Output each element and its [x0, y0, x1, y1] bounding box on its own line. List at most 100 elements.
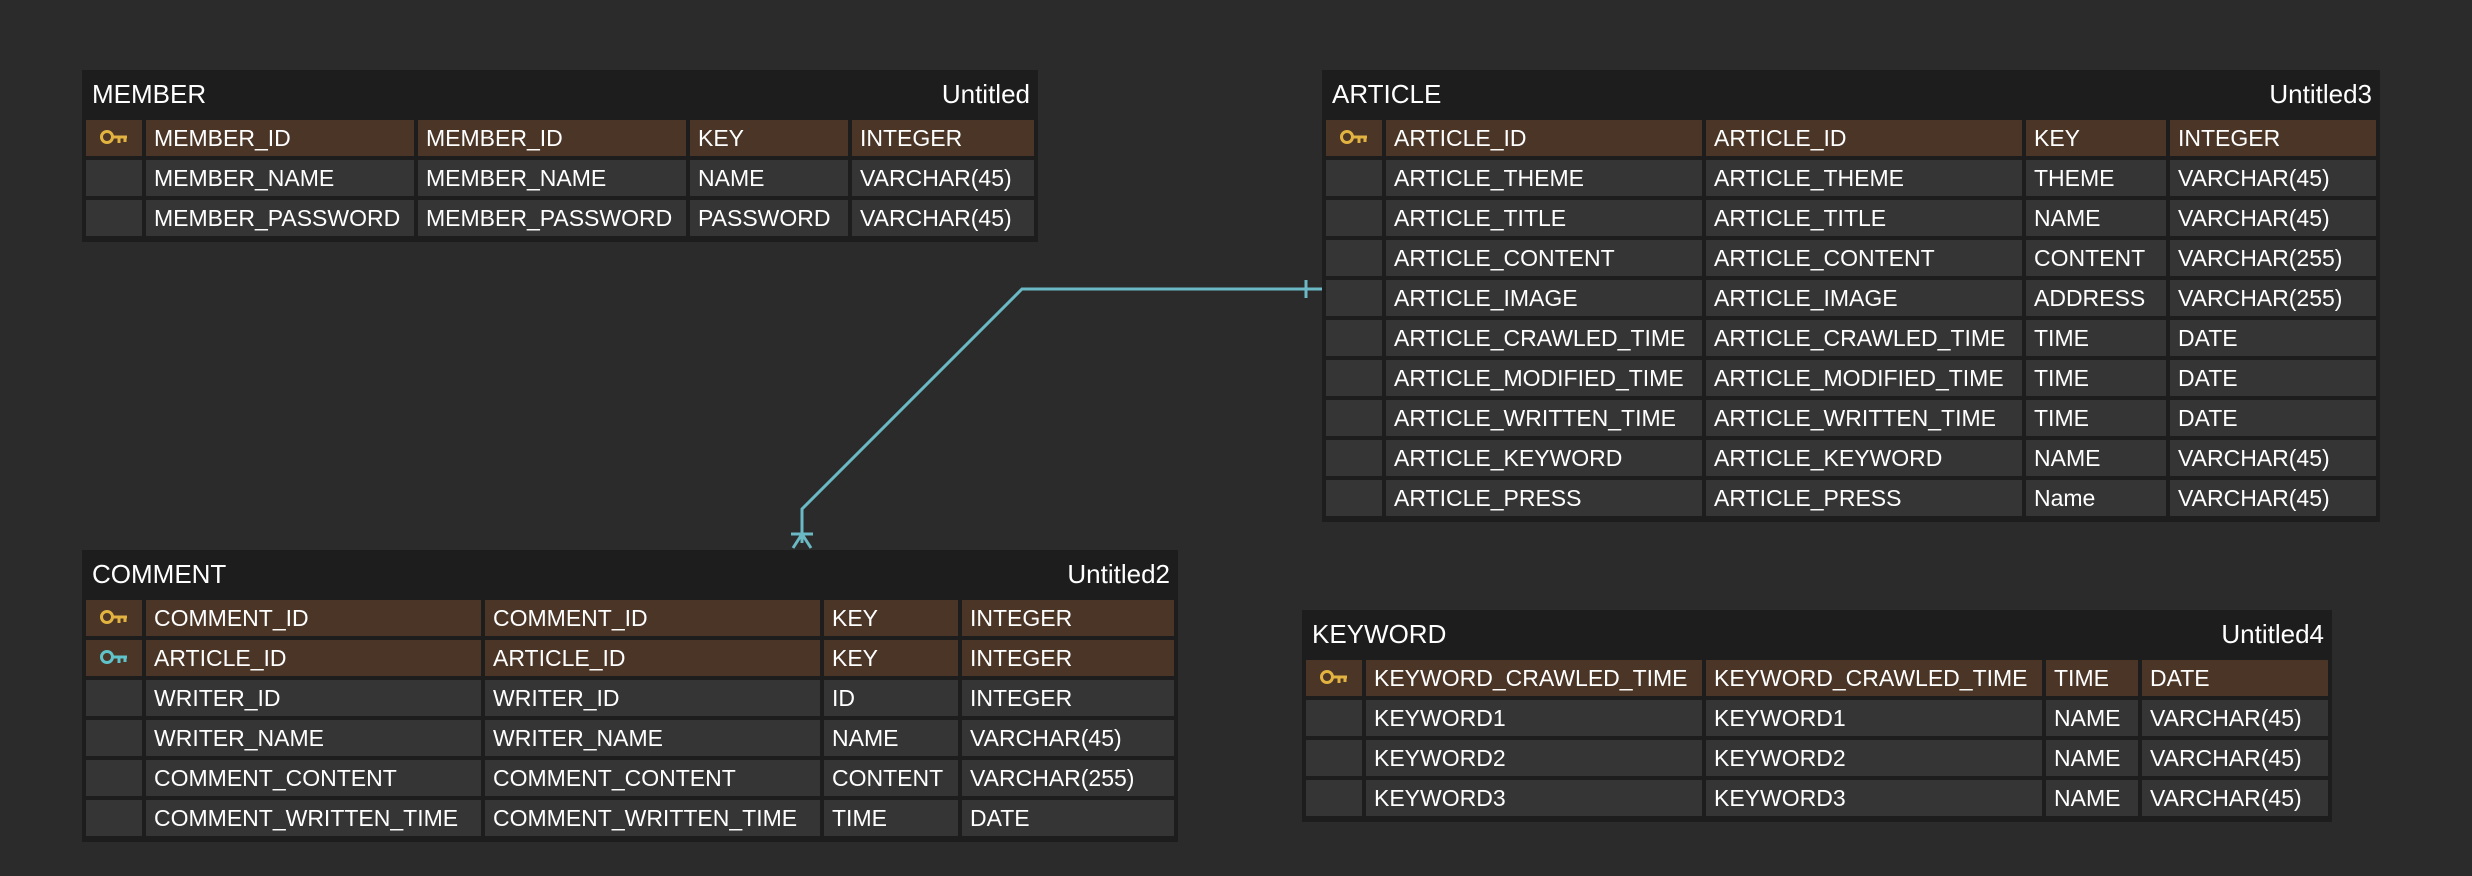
foreign-key-icon [99, 640, 129, 676]
column-logical-name: KEYWORD_CRAWLED_TIME [1706, 660, 2042, 696]
column-logical-name: KEYWORD2 [1706, 740, 2042, 776]
column-datatype: DATE [2170, 400, 2376, 436]
column-datatype: VARCHAR(45) [2170, 160, 2376, 196]
key-cell [1326, 240, 1382, 276]
column-logical-name: ARTICLE_WRITTEN_TIME [1706, 400, 2022, 436]
column-physical-name: ARTICLE_CRAWLED_TIME [1386, 320, 1702, 356]
table-header[interactable]: MEMBER Untitled [86, 70, 1034, 118]
key-cell [1326, 200, 1382, 236]
column-datatype: VARCHAR(255) [2170, 280, 2376, 316]
key-cell [86, 760, 142, 796]
column-logical-name: ARTICLE_TITLE [1706, 200, 2022, 236]
column-logical-name: WRITER_ID [485, 680, 820, 716]
column-logical-name: ARTICLE_MODIFIED_TIME [1706, 360, 2022, 396]
table-name: MEMBER [92, 78, 207, 109]
column-logical-name: COMMENT_WRITTEN_TIME [485, 800, 820, 836]
column-physical-name: KEYWORD1 [1366, 700, 1702, 736]
column-physical-name: ARTICLE_PRESS [1386, 480, 1702, 516]
column-domain: NAME [2046, 700, 2138, 736]
column-physical-name: ARTICLE_MODIFIED_TIME [1386, 360, 1702, 396]
column-datatype: VARCHAR(45) [2170, 480, 2376, 516]
column-domain: TIME [2026, 400, 2166, 436]
column-physical-name: WRITER_ID [146, 680, 481, 716]
key-cell [1306, 780, 1362, 816]
key-cell [86, 640, 142, 676]
key-cell [1326, 320, 1382, 356]
column-domain: TIME [2046, 660, 2138, 696]
column-logical-name: COMMENT_ID [485, 600, 820, 636]
column-datatype: VARCHAR(45) [852, 200, 1034, 236]
column-logical-name: KEYWORD1 [1706, 700, 2042, 736]
crowfoot-right [800, 533, 813, 549]
column-domain: ADDRESS [2026, 280, 2166, 316]
column-domain: ID [824, 680, 958, 716]
table-label: Untitled4 [2221, 618, 2324, 649]
column-logical-name: ARTICLE_CONTENT [1706, 240, 2022, 276]
column-datatype: INTEGER [852, 120, 1034, 156]
column-domain: TIME [824, 800, 958, 836]
column-physical-name: ARTICLE_ID [146, 640, 481, 676]
column-physical-name: WRITER_NAME [146, 720, 481, 756]
column-datatype: VARCHAR(45) [2142, 700, 2328, 736]
column-logical-name: MEMBER_ID [418, 120, 686, 156]
column-domain: NAME [690, 160, 848, 196]
key-cell [1326, 160, 1382, 196]
column-domain: TIME [2026, 360, 2166, 396]
table-label: Untitled2 [1067, 558, 1170, 589]
column-logical-name: COMMENT_CONTENT [485, 760, 820, 796]
column-physical-name: MEMBER_ID [146, 120, 414, 156]
table-header[interactable]: COMMENT Untitled2 [86, 550, 1174, 598]
column-datatype: VARCHAR(45) [2142, 740, 2328, 776]
column-logical-name: ARTICLE_PRESS [1706, 480, 2022, 516]
column-datatype: VARCHAR(45) [2142, 780, 2328, 816]
column-domain: KEY [824, 640, 958, 676]
key-cell [86, 720, 142, 756]
key-icon [99, 120, 129, 156]
column-datatype: VARCHAR(45) [962, 720, 1174, 756]
column-logical-name: ARTICLE_ID [485, 640, 820, 676]
column-datatype: VARCHAR(255) [2170, 240, 2376, 276]
column-domain: CONTENT [824, 760, 958, 796]
key-cell [86, 600, 142, 636]
table-label: Untitled [941, 78, 1030, 109]
column-logical-name: WRITER_NAME [485, 720, 820, 756]
column-datatype: DATE [2142, 660, 2328, 696]
column-physical-name: MEMBER_PASSWORD [146, 200, 414, 236]
column-domain: KEY [690, 120, 848, 156]
column-domain: TIME [2026, 320, 2166, 356]
table-name: COMMENT [92, 558, 227, 589]
key-cell [1306, 660, 1362, 696]
column-logical-name: ARTICLE_IMAGE [1706, 280, 2022, 316]
key-cell [1326, 400, 1382, 436]
